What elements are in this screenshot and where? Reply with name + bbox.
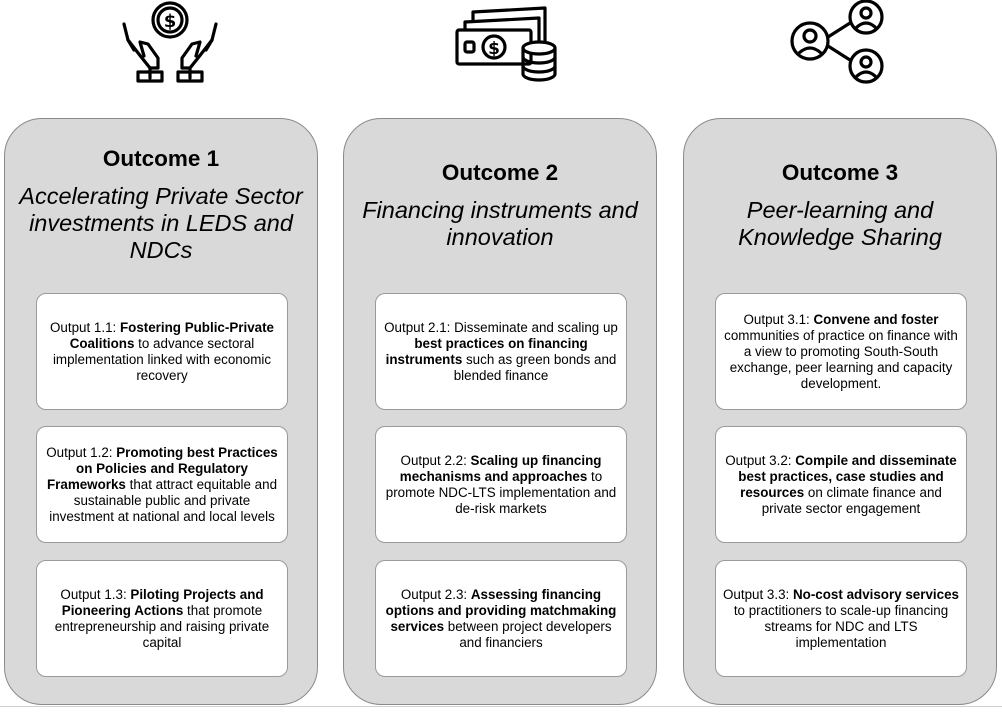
output-box: Output 3.1: Convene and foster communiti…: [715, 293, 967, 410]
output-box: Output 1.1: Fostering Public-Private Coa…: [36, 293, 288, 410]
output-box: Output 1.2: Promoting best Practices on …: [36, 426, 288, 543]
output-box: Output 2.2: Scaling up financing mechani…: [375, 426, 627, 543]
svg-text:$: $: [164, 11, 177, 32]
outcome-title: Outcome 1: [102, 146, 220, 171]
output-box: Output 1.3: Piloting Projects and Pionee…: [36, 560, 288, 677]
hands-coin-icon: $: [120, 0, 220, 84]
output-text: Output 1.2: Promoting best Practices on …: [46, 444, 278, 524]
cash-stack-icon: $: [451, 0, 563, 82]
people-network-icon: [788, 0, 892, 86]
outcome-title: Outcome 3: [781, 160, 899, 185]
output-text: Output 2.3: Assessing financing options …: [385, 586, 617, 650]
output-text: Output 1.1: Fostering Public-Private Coa…: [49, 319, 274, 383]
outcome-1-panel: Outcome 1 Accelerating Private Sector in…: [4, 118, 318, 705]
outcome-title: Outcome 2: [441, 160, 559, 185]
outcome-subtitle: Financing instruments and innovation: [362, 197, 638, 250]
output-box: Output 3.3: No-cost advisory services to…: [715, 560, 967, 677]
output-box: Output 2.3: Assessing financing options …: [375, 560, 627, 677]
output-box: Output 3.2: Compile and disseminate best…: [715, 426, 967, 543]
output-text: Output 3.1: Convene and foster communiti…: [724, 311, 958, 391]
outcome-3-panel: Outcome 3 Peer-learning and Knowledge Sh…: [683, 118, 997, 705]
output-text: Output 3.2: Compile and disseminate best…: [725, 452, 957, 516]
outcome-subtitle: Accelerating Private Sector investments …: [19, 183, 303, 263]
output-text: Output 1.3: Piloting Projects and Pionee…: [54, 586, 270, 650]
outcome-subtitle: Peer-learning and Knowledge Sharing: [738, 197, 942, 250]
output-text: Output 2.1: Disseminate and scaling up b…: [384, 319, 618, 383]
output-text: Output 3.3: No-cost advisory services to…: [723, 586, 959, 650]
output-box: Output 2.1: Disseminate and scaling up b…: [375, 293, 627, 410]
svg-text:$: $: [488, 39, 500, 59]
bottom-divider: [0, 706, 1002, 707]
output-text: Output 2.2: Scaling up financing mechani…: [385, 452, 617, 516]
outcome-2-panel: Outcome 2 Financing instruments and inno…: [343, 118, 657, 705]
